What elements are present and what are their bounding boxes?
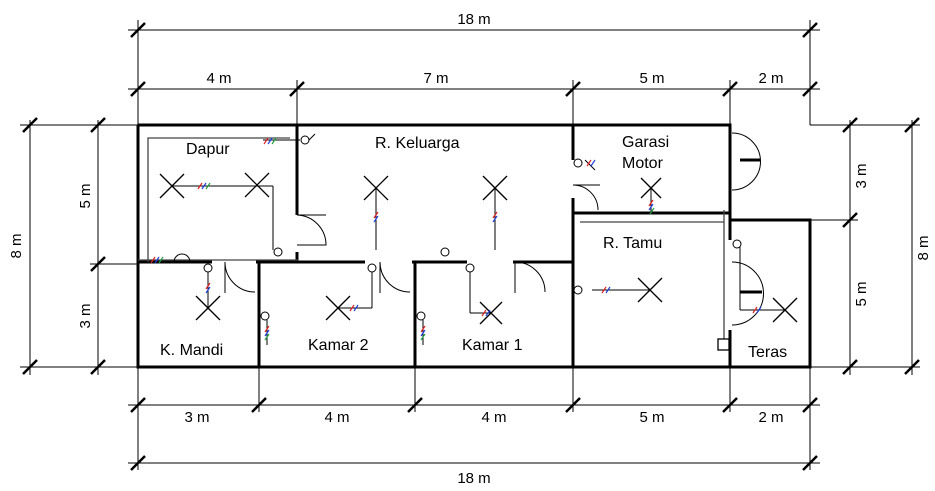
switch-icon <box>573 158 583 168</box>
room-label-kamar1: Kamar 1 <box>462 337 523 354</box>
teras-column <box>717 338 730 351</box>
wire-color-marks <box>150 137 762 341</box>
door-kamar2 <box>379 261 411 293</box>
dim-right-seg-2: 5 m <box>853 281 870 306</box>
room-label-teras: Teras <box>748 344 787 361</box>
dim-top-total: 18 m <box>457 11 490 28</box>
dimension-top: 18 m 4 m 7 m 5 m 2 m <box>128 11 820 125</box>
room-label-kamar2: Kamar 2 <box>308 337 369 354</box>
dim-left-total: 8 m <box>8 233 25 258</box>
dimension-right: 3 m 5 m 8 m <box>810 117 932 375</box>
dim-bottom-seg-2: 4 m <box>324 409 349 426</box>
walls <box>136 123 812 369</box>
switch-icon <box>367 263 377 273</box>
dim-bottom-total: 18 m <box>457 470 490 487</box>
dim-right-total: 8 m <box>915 235 932 260</box>
dim-left-seg-2: 3 m <box>77 303 94 328</box>
door-teras <box>731 261 764 326</box>
dimension-bottom: 3 m 4 m 4 m 5 m 2 m 18 m <box>128 368 820 487</box>
door-garasi-outer <box>731 132 761 191</box>
switch-icon <box>300 133 316 145</box>
dimension-left: 8 m 5 m 3 m <box>8 117 138 375</box>
dim-top-seg-4: 2 m <box>758 70 783 87</box>
doors <box>224 132 764 351</box>
lamps <box>159 172 798 325</box>
outlet-icon <box>173 253 191 263</box>
switches <box>173 133 742 321</box>
switch-icon <box>573 285 583 295</box>
dim-bottom-seg-3: 4 m <box>481 409 506 426</box>
dim-bottom-seg-4: 5 m <box>639 409 664 426</box>
door-kamar1 <box>514 261 546 293</box>
dim-right-seg-1: 3 m <box>853 163 870 188</box>
door-dapur <box>296 214 327 246</box>
door-kmandi <box>224 261 256 293</box>
dim-bottom-seg-1: 3 m <box>184 409 209 426</box>
room-label-dapur: Dapur <box>186 141 230 158</box>
room-label-garasi-1: Garasi <box>622 134 669 151</box>
room-label-garasi-2: Motor <box>622 155 664 172</box>
dim-bottom-seg-5: 2 m <box>758 409 783 426</box>
switch-icon <box>260 311 270 321</box>
room-label-mandi: K. Mandi <box>160 342 223 359</box>
dim-top-seg-2: 7 m <box>423 70 448 87</box>
switch-icon <box>416 311 426 321</box>
switch-icon <box>203 263 213 273</box>
dim-top-seg-3: 5 m <box>639 70 664 87</box>
switch-icon <box>273 247 450 257</box>
dim-top-seg-1: 4 m <box>206 70 231 87</box>
dim-left-seg-1: 5 m <box>77 183 94 208</box>
switch-icon <box>465 263 475 273</box>
switch-icon <box>732 239 742 249</box>
door-garasi-inner <box>572 184 600 211</box>
lamp-icon <box>244 172 270 198</box>
room-labels: Dapur R. Keluarga Garasi Motor R. Tamu K… <box>160 134 787 361</box>
room-label-tamu: R. Tamu <box>603 235 662 252</box>
room-label-keluarga: R. Keluarga <box>375 135 460 152</box>
